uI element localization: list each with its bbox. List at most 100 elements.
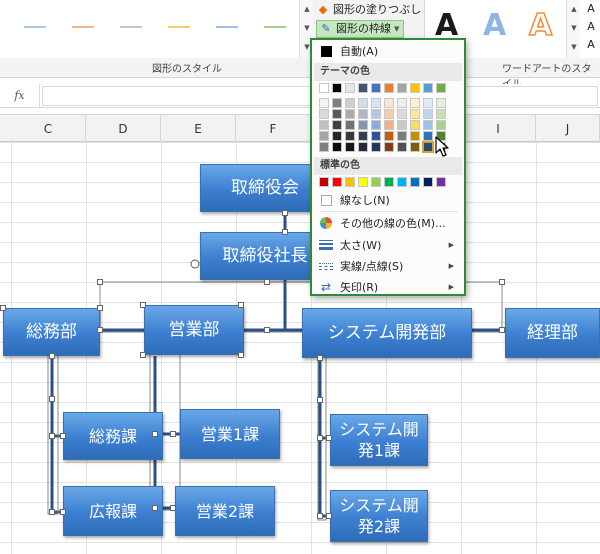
selection-handle[interactable] (60, 509, 66, 515)
theme-color-swatch[interactable] (371, 83, 381, 93)
standard-color-swatch[interactable] (332, 177, 342, 187)
theme-color-swatch[interactable] (332, 142, 342, 152)
style-line-5[interactable] (216, 26, 238, 28)
standard-color-swatch[interactable] (436, 177, 446, 187)
org-box-sales-dept[interactable]: 営業部 (144, 305, 244, 355)
selection-handle[interactable] (49, 396, 55, 402)
function-icon[interactable]: fx (0, 84, 40, 108)
selection-handle[interactable] (326, 435, 332, 441)
theme-color-swatch[interactable] (423, 98, 433, 108)
theme-color-swatch[interactable] (410, 83, 420, 93)
theme-color-swatch[interactable] (423, 131, 433, 141)
column-header-e[interactable]: E (161, 115, 236, 143)
theme-color-swatch[interactable] (384, 131, 394, 141)
org-box-accounting-dept[interactable]: 経理部 (505, 308, 600, 358)
theme-color-swatch[interactable] (319, 98, 329, 108)
shape-style-gallery[interactable] (0, 0, 300, 58)
selection-handle[interactable] (238, 352, 244, 358)
standard-color-swatch[interactable] (345, 177, 355, 187)
selection-handle[interactable] (152, 505, 158, 511)
menu-item-arrows[interactable]: ⇄ 矢印(R) ▶ (314, 277, 462, 297)
theme-color-swatch[interactable] (332, 109, 342, 119)
theme-color-swatch[interactable] (319, 142, 329, 152)
wordart-style-black[interactable]: A (435, 8, 459, 43)
theme-color-swatch[interactable] (384, 109, 394, 119)
org-box-sales-section2[interactable]: 営業2課 (175, 486, 275, 536)
theme-color-swatch[interactable] (345, 83, 355, 93)
org-box-ga-section1[interactable]: 総務課 (63, 412, 163, 460)
text-fill-icon[interactable]: A (587, 2, 595, 15)
column-header-i[interactable]: I (461, 115, 536, 143)
standard-color-swatch[interactable] (397, 177, 407, 187)
wordart-style-orange[interactable]: A (528, 7, 553, 44)
selection-handle[interactable] (49, 433, 55, 439)
wordart-scrollbar[interactable]: ▲ ▼ ▼ (566, 0, 580, 58)
selection-handle[interactable] (97, 279, 103, 285)
theme-color-swatch[interactable] (436, 98, 446, 108)
org-box-sales-section1[interactable]: 営業1課 (180, 409, 280, 459)
selection-handle[interactable] (97, 327, 103, 333)
theme-color-swatch[interactable] (410, 131, 420, 141)
selection-handle[interactable] (326, 513, 332, 519)
menu-item-no-line[interactable]: 線なし(N) (314, 190, 462, 210)
selection-handle[interactable] (49, 353, 55, 359)
style-line-2[interactable] (72, 26, 94, 28)
theme-color-swatch[interactable] (397, 109, 407, 119)
selection-handle[interactable] (282, 229, 288, 235)
scroll-down-icon[interactable]: ▼ (304, 24, 310, 32)
gallery-more-icon[interactable]: ▼ (571, 43, 577, 51)
theme-color-swatch[interactable] (319, 131, 329, 141)
theme-color-swatch[interactable] (410, 142, 420, 152)
org-box-president[interactable]: 取締役社長 (200, 232, 330, 280)
theme-color-swatch[interactable] (423, 120, 433, 130)
theme-color-swatch[interactable] (410, 120, 420, 130)
shape-outline-button[interactable]: ✎ 図形の枠線 ▼ (316, 20, 405, 38)
style-line-6[interactable] (264, 26, 286, 28)
selection-handle[interactable] (317, 513, 323, 519)
org-box-sd-section1[interactable]: システム開 発1課 (330, 414, 428, 466)
org-box-sd-section2[interactable]: システム開 発2課 (330, 490, 428, 542)
theme-color-swatch[interactable] (371, 98, 381, 108)
standard-color-swatch[interactable] (319, 177, 329, 187)
theme-color-swatch[interactable] (422, 141, 434, 153)
column-header-d[interactable]: D (86, 115, 161, 143)
selection-handle[interactable] (140, 302, 146, 308)
theme-color-swatch[interactable] (436, 109, 446, 119)
text-outline-icon[interactable]: A (587, 20, 595, 33)
theme-color-swatch[interactable] (397, 83, 407, 93)
theme-color-swatch[interactable] (397, 131, 407, 141)
theme-color-swatch[interactable] (319, 109, 329, 119)
theme-color-swatch[interactable] (319, 120, 329, 130)
style-line-4[interactable] (168, 26, 190, 28)
theme-color-swatch[interactable] (384, 98, 394, 108)
theme-color-swatch[interactable] (436, 131, 446, 141)
theme-color-swatch[interactable] (384, 83, 394, 93)
theme-color-swatch[interactable] (345, 131, 355, 141)
org-box-general-affairs-dept[interactable]: 総務部 (3, 308, 100, 356)
selection-handle[interactable] (170, 431, 176, 437)
standard-color-swatch[interactable] (384, 177, 394, 187)
selection-handle[interactable] (170, 505, 176, 511)
selection-handle[interactable] (499, 327, 505, 333)
theme-color-swatch[interactable] (358, 142, 368, 152)
style-line-1[interactable] (24, 26, 46, 28)
selection-handle[interactable] (499, 279, 505, 285)
theme-color-swatch[interactable] (371, 120, 381, 130)
theme-color-swatch[interactable] (332, 120, 342, 130)
theme-color-swatch[interactable] (436, 83, 446, 93)
scroll-up-icon[interactable]: ▲ (304, 5, 310, 13)
gallery-more-icon[interactable]: ▼ (304, 43, 310, 51)
theme-color-swatch[interactable] (436, 120, 446, 130)
theme-color-swatch[interactable] (332, 83, 342, 93)
selection-handle[interactable] (238, 302, 244, 308)
selection-handle[interactable] (49, 509, 55, 515)
theme-color-swatch[interactable] (371, 109, 381, 119)
selection-handle[interactable] (264, 327, 270, 333)
theme-color-swatch[interactable] (371, 142, 381, 152)
menu-item-automatic[interactable]: 自動(A) (314, 41, 462, 61)
selection-handle[interactable] (97, 305, 103, 311)
theme-color-swatch[interactable] (410, 109, 420, 119)
selection-handle[interactable] (152, 431, 158, 437)
menu-item-dashes[interactable]: 実線/点線(S) ▶ (314, 256, 462, 276)
selection-handle[interactable] (317, 397, 323, 403)
